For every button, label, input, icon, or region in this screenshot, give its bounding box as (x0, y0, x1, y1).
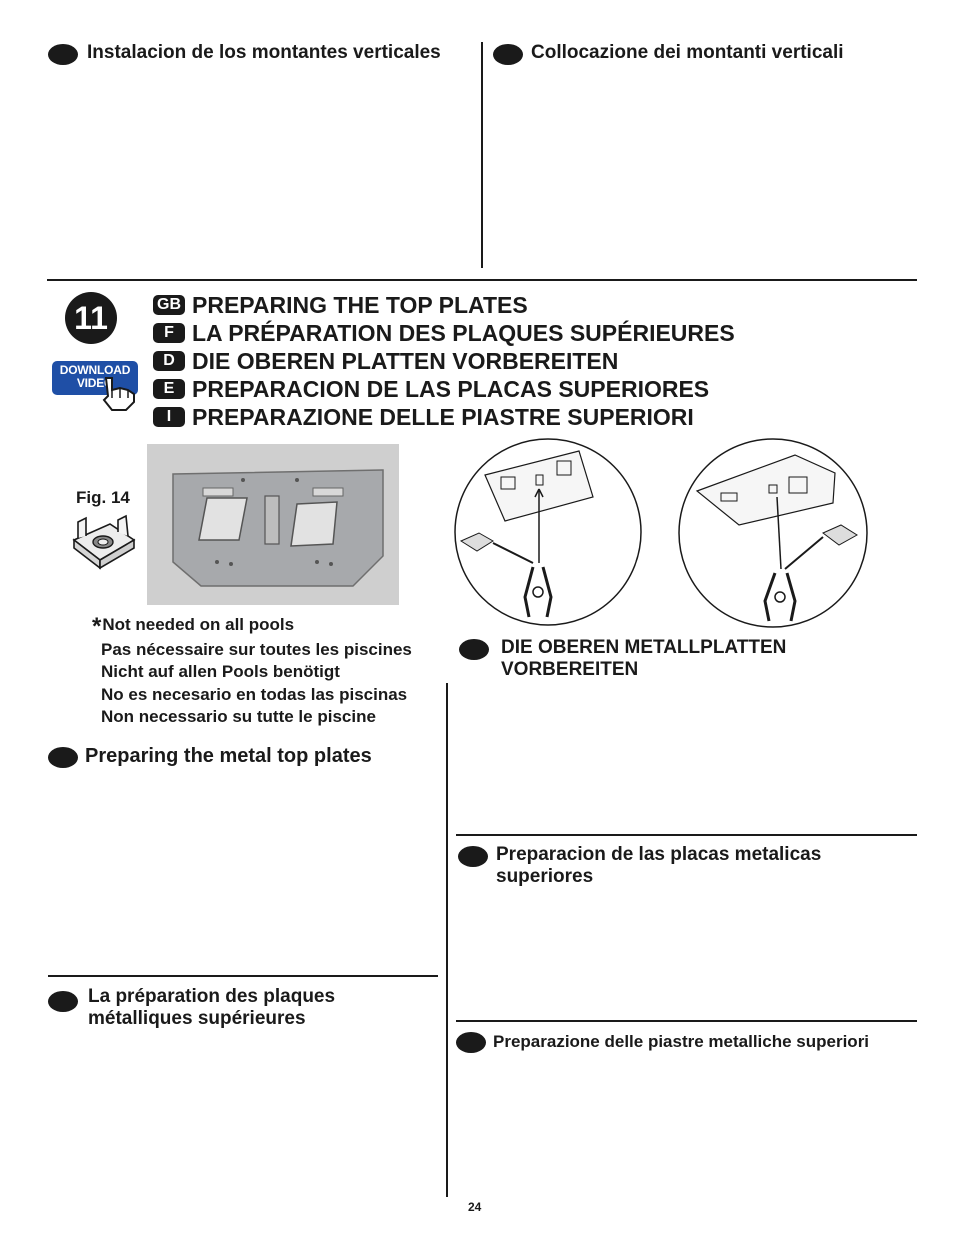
flag-i-icon: I (153, 407, 185, 427)
section-divider (456, 1020, 917, 1022)
top-plate-photo (147, 444, 399, 605)
section-bullet (48, 44, 78, 65)
heading-es: E PREPARACION DE LAS PLACAS SUPERIORES (153, 376, 709, 402)
flag-f-icon: F (153, 323, 185, 343)
heading-it-title: PREPARAZIONE DELLE PIASTRE SUPERIORI (192, 403, 694, 430)
note-es: No es necesario en todas las piscinas (101, 684, 408, 704)
section-bullet (48, 991, 78, 1012)
section-bullet (48, 747, 78, 768)
flag-gb-icon: GB (153, 295, 185, 315)
cage-nut-illustration (72, 514, 136, 570)
section-title-it: Preparazione delle piastre metalliche su… (493, 1032, 870, 1051)
download-label: DOWNLOAD (59, 363, 131, 377)
pointing-hand-icon (102, 377, 135, 411)
note-gb-text: Not needed on all pools (102, 615, 295, 634)
page-number: 24 (468, 1200, 482, 1214)
section-divider (47, 279, 917, 281)
section-bullet (493, 44, 523, 65)
heading-gb-title: PREPARING THE TOP PLATES (192, 291, 528, 318)
download-video-button[interactable]: DOWNLOAD VIDEO (52, 361, 138, 395)
plate-installation-diagram-1 (454, 438, 642, 626)
section-bullet (458, 846, 488, 867)
section-title-fr-line2: métalliques supérieures (88, 1008, 306, 1029)
asterisk: * (92, 613, 102, 640)
section-title-fr: La préparation des plaques métalliques s… (88, 986, 335, 1030)
section-bullet (459, 639, 489, 660)
plate-installation-diagram-2 (678, 438, 868, 628)
note-fr: Pas nécessaire sur toutes les piscines (101, 639, 412, 659)
section-title-es-line2: superiores (496, 866, 594, 887)
flag-e-icon: E (153, 379, 185, 399)
top-plate-image (147, 444, 399, 605)
section-title-es-line1: Preparacion de las placas metalicas (496, 844, 822, 865)
note-de: Nicht auf allen Pools benötigt (101, 662, 340, 681)
column-divider (446, 683, 448, 1197)
heading-fr-title: LA PRÉPARATION DES PLAQUES SUPÉRIEURES (192, 319, 735, 346)
section-title-es-vertical: Instalacion de los montantes verticales (87, 42, 441, 63)
heading-it: I PREPARAZIONE DELLE PIASTRE SUPERIORI (153, 404, 694, 430)
step-number-badge: 11 (65, 292, 117, 344)
section-title-it-vertical: Collocazione dei montanti verticali (531, 42, 844, 63)
section-title-fr-line1: La préparation des plaques (88, 986, 336, 1007)
section-title-de-line1: DIE OBEREN METALLPLATTEN (501, 637, 787, 658)
heading-de: D DIE OBEREN PLATTEN VORBEREITEN (153, 348, 618, 374)
note-it: Non necessario su tutte le piscine (101, 707, 376, 726)
notes-block: *Not needed on all pools Pas nécessaire … (92, 614, 412, 729)
heading-fr: F LA PRÉPARATION DES PLAQUES SUPÉRIEURES (153, 320, 735, 346)
section-title-de-line2: VORBEREITEN (501, 659, 639, 680)
section-bullet (456, 1032, 486, 1053)
heading-gb: GB PREPARING THE TOP PLATES (153, 292, 528, 318)
heading-es-title: PREPARACION DE LAS PLACAS SUPERIORES (192, 375, 710, 402)
video-label: VIDEO (76, 376, 114, 390)
note-gb: *Not needed on all pools (92, 614, 412, 639)
flag-d-icon: D (153, 351, 185, 371)
column-divider (481, 42, 483, 268)
figure-label: Fig. 14 (76, 488, 130, 507)
section-title-gb: Preparing the metal top plates (85, 745, 372, 767)
section-divider (456, 834, 917, 836)
section-title-es: Preparacion de las placas metalicas supe… (496, 844, 821, 888)
section-title-de: DIE OBEREN METALLPLATTEN VORBEREITEN (501, 637, 786, 681)
heading-de-title: DIE OBEREN PLATTEN VORBEREITEN (192, 347, 619, 374)
section-divider (48, 975, 438, 977)
